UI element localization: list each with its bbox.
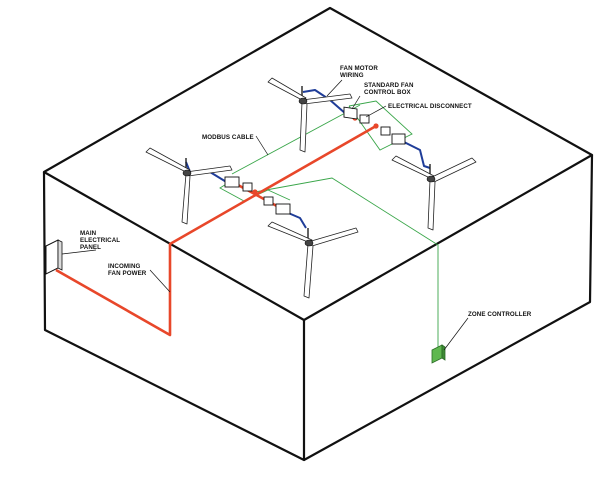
modbus-cable-link: [231, 104, 361, 175]
fan-hub-3: [426, 175, 436, 183]
disconnect-fan-2: [359, 114, 370, 124]
modbus-cable-upper: [348, 100, 413, 151]
power-junctions: [252, 115, 379, 195]
zone-controller-box: [431, 344, 446, 364]
label-fan-motor-wiring: FAN MOTOR WIRING: [340, 65, 380, 79]
building-front-right-wall: [303, 154, 594, 461]
label-main-electrical-panel: MAIN ELECTRICAL PANEL: [80, 230, 122, 251]
building-box: [42, 6, 594, 462]
control-box-fan-3: [391, 133, 406, 145]
label-modbus-cable: MODBUS CABLE: [202, 134, 254, 141]
disconnect-fan-3: [380, 126, 391, 136]
ceiling-fan-1: [145, 147, 233, 225]
control-box-fan-4: [275, 203, 291, 215]
control-box-fan-2: [343, 106, 358, 120]
ceiling-fan-4: [267, 221, 359, 299]
leader-lines: [61, 79, 469, 351]
fan-hub-4: [304, 239, 314, 247]
fan-hub-1: [182, 169, 192, 177]
control-boxes: [224, 106, 406, 215]
power-line-network: [55, 124, 377, 337]
label-standard-fan-control-box: STANDARD FAN CONTROL BOX: [364, 82, 415, 96]
motor-wiring-fan-4: [285, 211, 307, 229]
fan-hub-2: [298, 97, 308, 105]
control-box-fan-1: [224, 176, 240, 188]
ceiling-fan-3: [391, 155, 477, 231]
diagram-labels: FAN MOTOR WIRING STANDARD FAN CONTROL BO…: [80, 65, 532, 318]
disconnect-fan-4: [263, 196, 274, 206]
label-electrical-disconnect: ELECTRICAL DISCONNECT: [388, 103, 472, 110]
building-front-left-wall: [42, 171, 306, 462]
modbus-cable-zone-run: [254, 177, 439, 347]
ceiling-fan-2: [267, 77, 353, 153]
disconnect-fan-1: [242, 182, 253, 192]
label-incoming-fan-power: INCOMING FAN POWER: [108, 263, 147, 277]
motor-wiring-network: [185, 89, 431, 229]
label-zone-controller: ZONE CONTROLLER: [468, 311, 532, 318]
power-main-run: [55, 124, 377, 337]
main-electrical-panel: [45, 239, 63, 275]
motor-wiring-fan-2: [302, 89, 347, 115]
motor-wiring-fan-3: [403, 141, 431, 169]
